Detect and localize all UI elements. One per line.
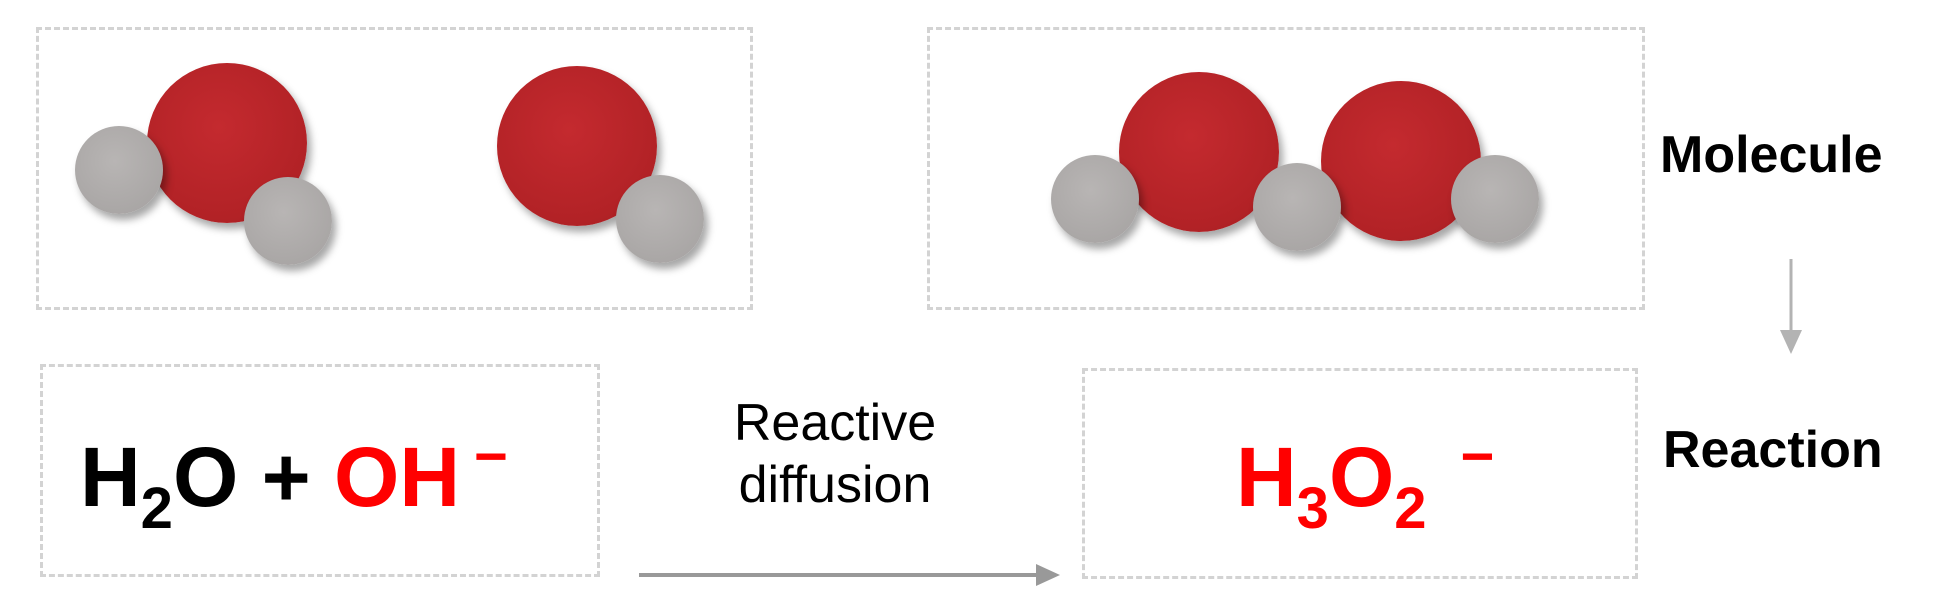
diffusion-arrow: [639, 564, 1060, 586]
product-hydrogen-atom-middle: [1253, 163, 1341, 251]
product-hydrogen-atom-right: [1451, 155, 1539, 243]
product-oxygen-atom-left: [1119, 72, 1279, 232]
molecule-label: Molecule: [1660, 126, 1883, 184]
hydroxide-formula: OH−: [334, 424, 508, 524]
reactants-equation-box: [40, 364, 600, 577]
product-equation-box: [1082, 368, 1638, 579]
reaction-label: Reaction: [1663, 421, 1883, 479]
reactive-diffusion-label: Reactive diffusion: [733, 394, 937, 514]
water-formula: H2O: [80, 430, 239, 541]
product-hydrogen-atom-left: [1051, 155, 1139, 243]
reactants-formula: H2O + OH−: [80, 428, 508, 538]
hydroxide-hydrogen-atom: [616, 175, 704, 263]
water-hydrogen-atom-left: [75, 126, 163, 214]
reactant-molecules-box: [36, 27, 753, 310]
molecule-to-reaction-arrow: [1780, 259, 1802, 354]
product-formula: H3O2−: [1236, 424, 1495, 541]
plus-sign: +: [261, 430, 311, 524]
water-hydrogen-atom-right: [244, 177, 332, 265]
product-molecule-box: [927, 27, 1645, 310]
